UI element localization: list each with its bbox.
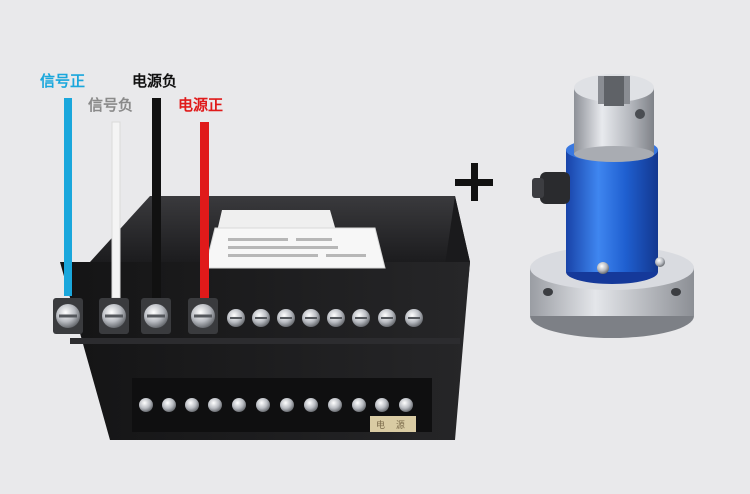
shaft-hole-icon xyxy=(635,109,645,119)
lower-terminal-row xyxy=(139,398,416,432)
screw-terminal-icon xyxy=(232,398,246,412)
screw-terminal-icon xyxy=(139,398,153,412)
wire-signal-positive xyxy=(64,98,72,296)
spec-label-sticker xyxy=(204,210,386,269)
torque-sensor xyxy=(530,74,694,338)
label-signal-positive: 信号正 xyxy=(40,72,86,90)
screw-terminal-icon xyxy=(208,398,222,412)
flange-bolt-hole-icon xyxy=(671,288,681,296)
screw-terminal-icon xyxy=(375,398,389,412)
label-power-negative: 电源负 xyxy=(132,72,178,90)
screw-terminal-icon xyxy=(280,398,294,412)
plus-icon xyxy=(452,160,496,204)
screw-terminal-icon xyxy=(399,398,413,412)
wired-terminal-group xyxy=(53,298,218,334)
upper-terminal-row xyxy=(227,309,423,327)
terminal-tag-text: 电 源 xyxy=(376,421,409,431)
label-power-positive: 电源正 xyxy=(178,96,224,114)
screw-terminal-icon xyxy=(304,398,318,412)
wire-power-negative xyxy=(152,98,161,298)
cable-connector-icon xyxy=(540,172,570,204)
screw-terminal-icon xyxy=(328,398,342,412)
body-screw-icon xyxy=(655,257,665,267)
flange-bolt-hole-icon xyxy=(543,288,553,296)
screw-terminal-icon xyxy=(162,398,176,412)
screw-terminal-icon xyxy=(352,398,366,412)
power-terminal-tag xyxy=(370,416,416,432)
wire-signal-negative xyxy=(111,121,121,299)
body-screw-icon xyxy=(597,262,609,274)
screw-terminal-icon xyxy=(256,398,270,412)
label-signal-negative: 信号负 xyxy=(88,96,134,114)
wire-power-positive xyxy=(200,122,209,298)
screw-terminal-icon xyxy=(185,398,199,412)
